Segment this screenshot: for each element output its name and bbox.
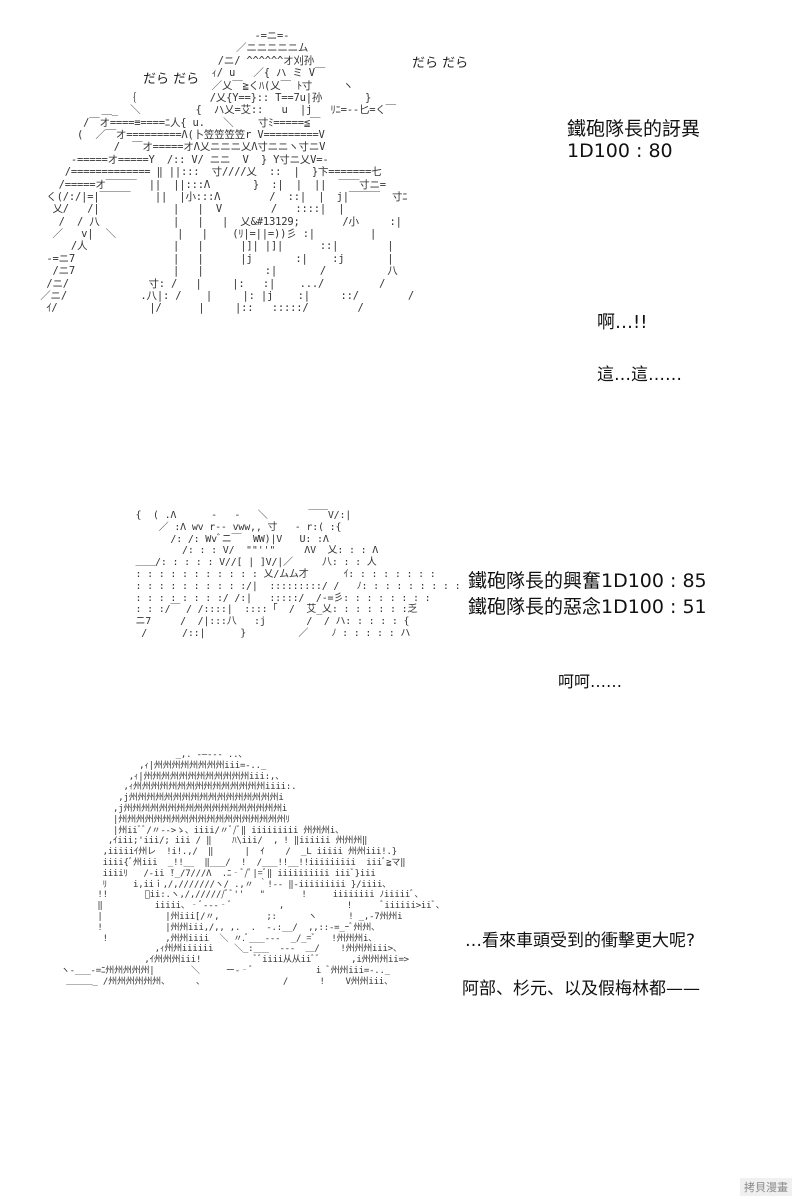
watermark-logo: 拷貝漫畫 (740, 1178, 792, 1196)
dice-roll-excitement: 鐵砲隊長的興奮1D100 : 85 (468, 570, 707, 592)
panel-3: _,. ‐―‐‐‐ ..、 ,ｨ|州州州州州州州州iii=‐.._ ,ｨ|州州州… (0, 730, 800, 1170)
sfx-dara-right: だら だら (412, 56, 469, 71)
ascii-art-officer-figure: ‐=ニ=‐ ／ニニニニニム /ニ/ ^^^^^^オ刈孙 ｨ/ u ／{ ハ ミ … (40, 30, 414, 315)
sfx-dara-left: だら だら (143, 72, 200, 87)
panel-2: { ( .Λ - - ＼ ￣￣V/:| ／ :Λ wv r‐‐ vww,, 寸 … (0, 480, 800, 730)
speech-laugh: 呵呵…… (558, 672, 623, 691)
ascii-art-woman-figure: _,. ‐―‐‐‐ ..、 ,ｨ|州州州州州州州州iii=‐.._ ,ｨ|州州州… (60, 750, 445, 987)
narration-names: 阿部、杉元、以及假梅林都—— (462, 979, 700, 999)
speech-stammer: 這…這…… (597, 365, 682, 385)
dice-roll-label: 鐵砲隊長的訝異 (567, 118, 701, 140)
panel-1: ‐=ニ=‐ ／ニニニニニム /ニ/ ^^^^^^オ刈孙 ｨ/ u ／{ ハ ミ … (0, 0, 800, 480)
narration-impact: …看來車頭受到的衝擊更大呢? (465, 931, 696, 951)
dice-roll-value: 1D100 : 80 (567, 140, 673, 162)
dice-roll-malice: 鐵砲隊長的惡念1D100 : 51 (468, 596, 707, 618)
ascii-art-smirk-closeup: { ( .Λ - - ＼ ￣￣V/:| ／ :Λ wv r‐‐ vww,, 寸 … (135, 510, 461, 639)
speech-surprise: 啊…!! (597, 312, 648, 333)
